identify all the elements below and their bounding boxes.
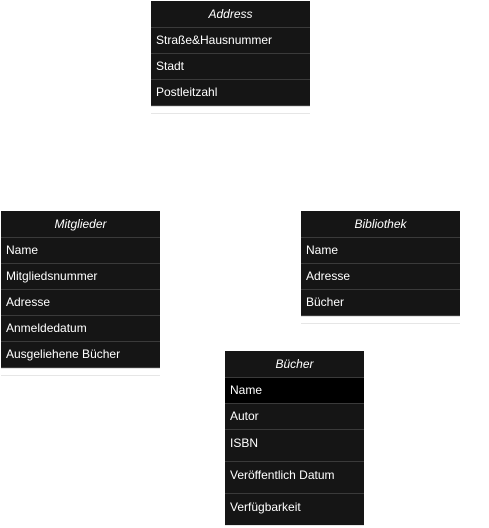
field-row[interactable]: Mitgliedsnummer xyxy=(1,264,160,290)
field-row[interactable]: Straße&Hausnummer xyxy=(151,28,310,54)
entity-footer xyxy=(1,368,160,375)
entity-title[interactable]: Mitglieder xyxy=(1,211,160,238)
field-row[interactable]: Ausgeliehene Bücher xyxy=(1,342,160,368)
entity-footer xyxy=(301,316,460,323)
field-row[interactable]: Verfügbarkeit xyxy=(230,500,301,514)
field-row[interactable]: Postleitzahl xyxy=(151,80,310,106)
field-row[interactable]: Stadt xyxy=(151,54,310,80)
field-row[interactable]: Anmeldedatum xyxy=(1,316,160,342)
field-row[interactable]: Veröffentlich Datum xyxy=(225,462,364,494)
field-row[interactable]: Autor xyxy=(225,404,364,430)
field-row[interactable]: Name xyxy=(301,238,460,264)
field-row[interactable]: Name xyxy=(1,238,160,264)
entity-title[interactable]: Address xyxy=(151,1,310,28)
entity-mitglieder[interactable]: Mitglieder Name Mitgliedsnummer Adresse … xyxy=(1,211,160,375)
entity-footer xyxy=(151,106,310,113)
entity-title[interactable]: Bücher xyxy=(225,351,364,378)
field-row[interactable]: Bücher xyxy=(301,290,460,316)
field-row[interactable]: ISBN xyxy=(225,430,364,462)
entity-bibliothek[interactable]: Bibliothek Name Adresse Bücher xyxy=(301,211,460,323)
field-row-selected[interactable]: Name xyxy=(225,378,364,404)
entity-address[interactable]: Address Straße&Hausnummer Stadt Postleit… xyxy=(151,1,310,113)
entity-title[interactable]: Bibliothek xyxy=(301,211,460,238)
entity-buecher[interactable]: Bücher Name Autor ISBN Veröffentlich Dat… xyxy=(225,351,364,525)
field-row[interactable]: Adresse xyxy=(1,290,160,316)
field-row[interactable]: Adresse xyxy=(301,264,460,290)
